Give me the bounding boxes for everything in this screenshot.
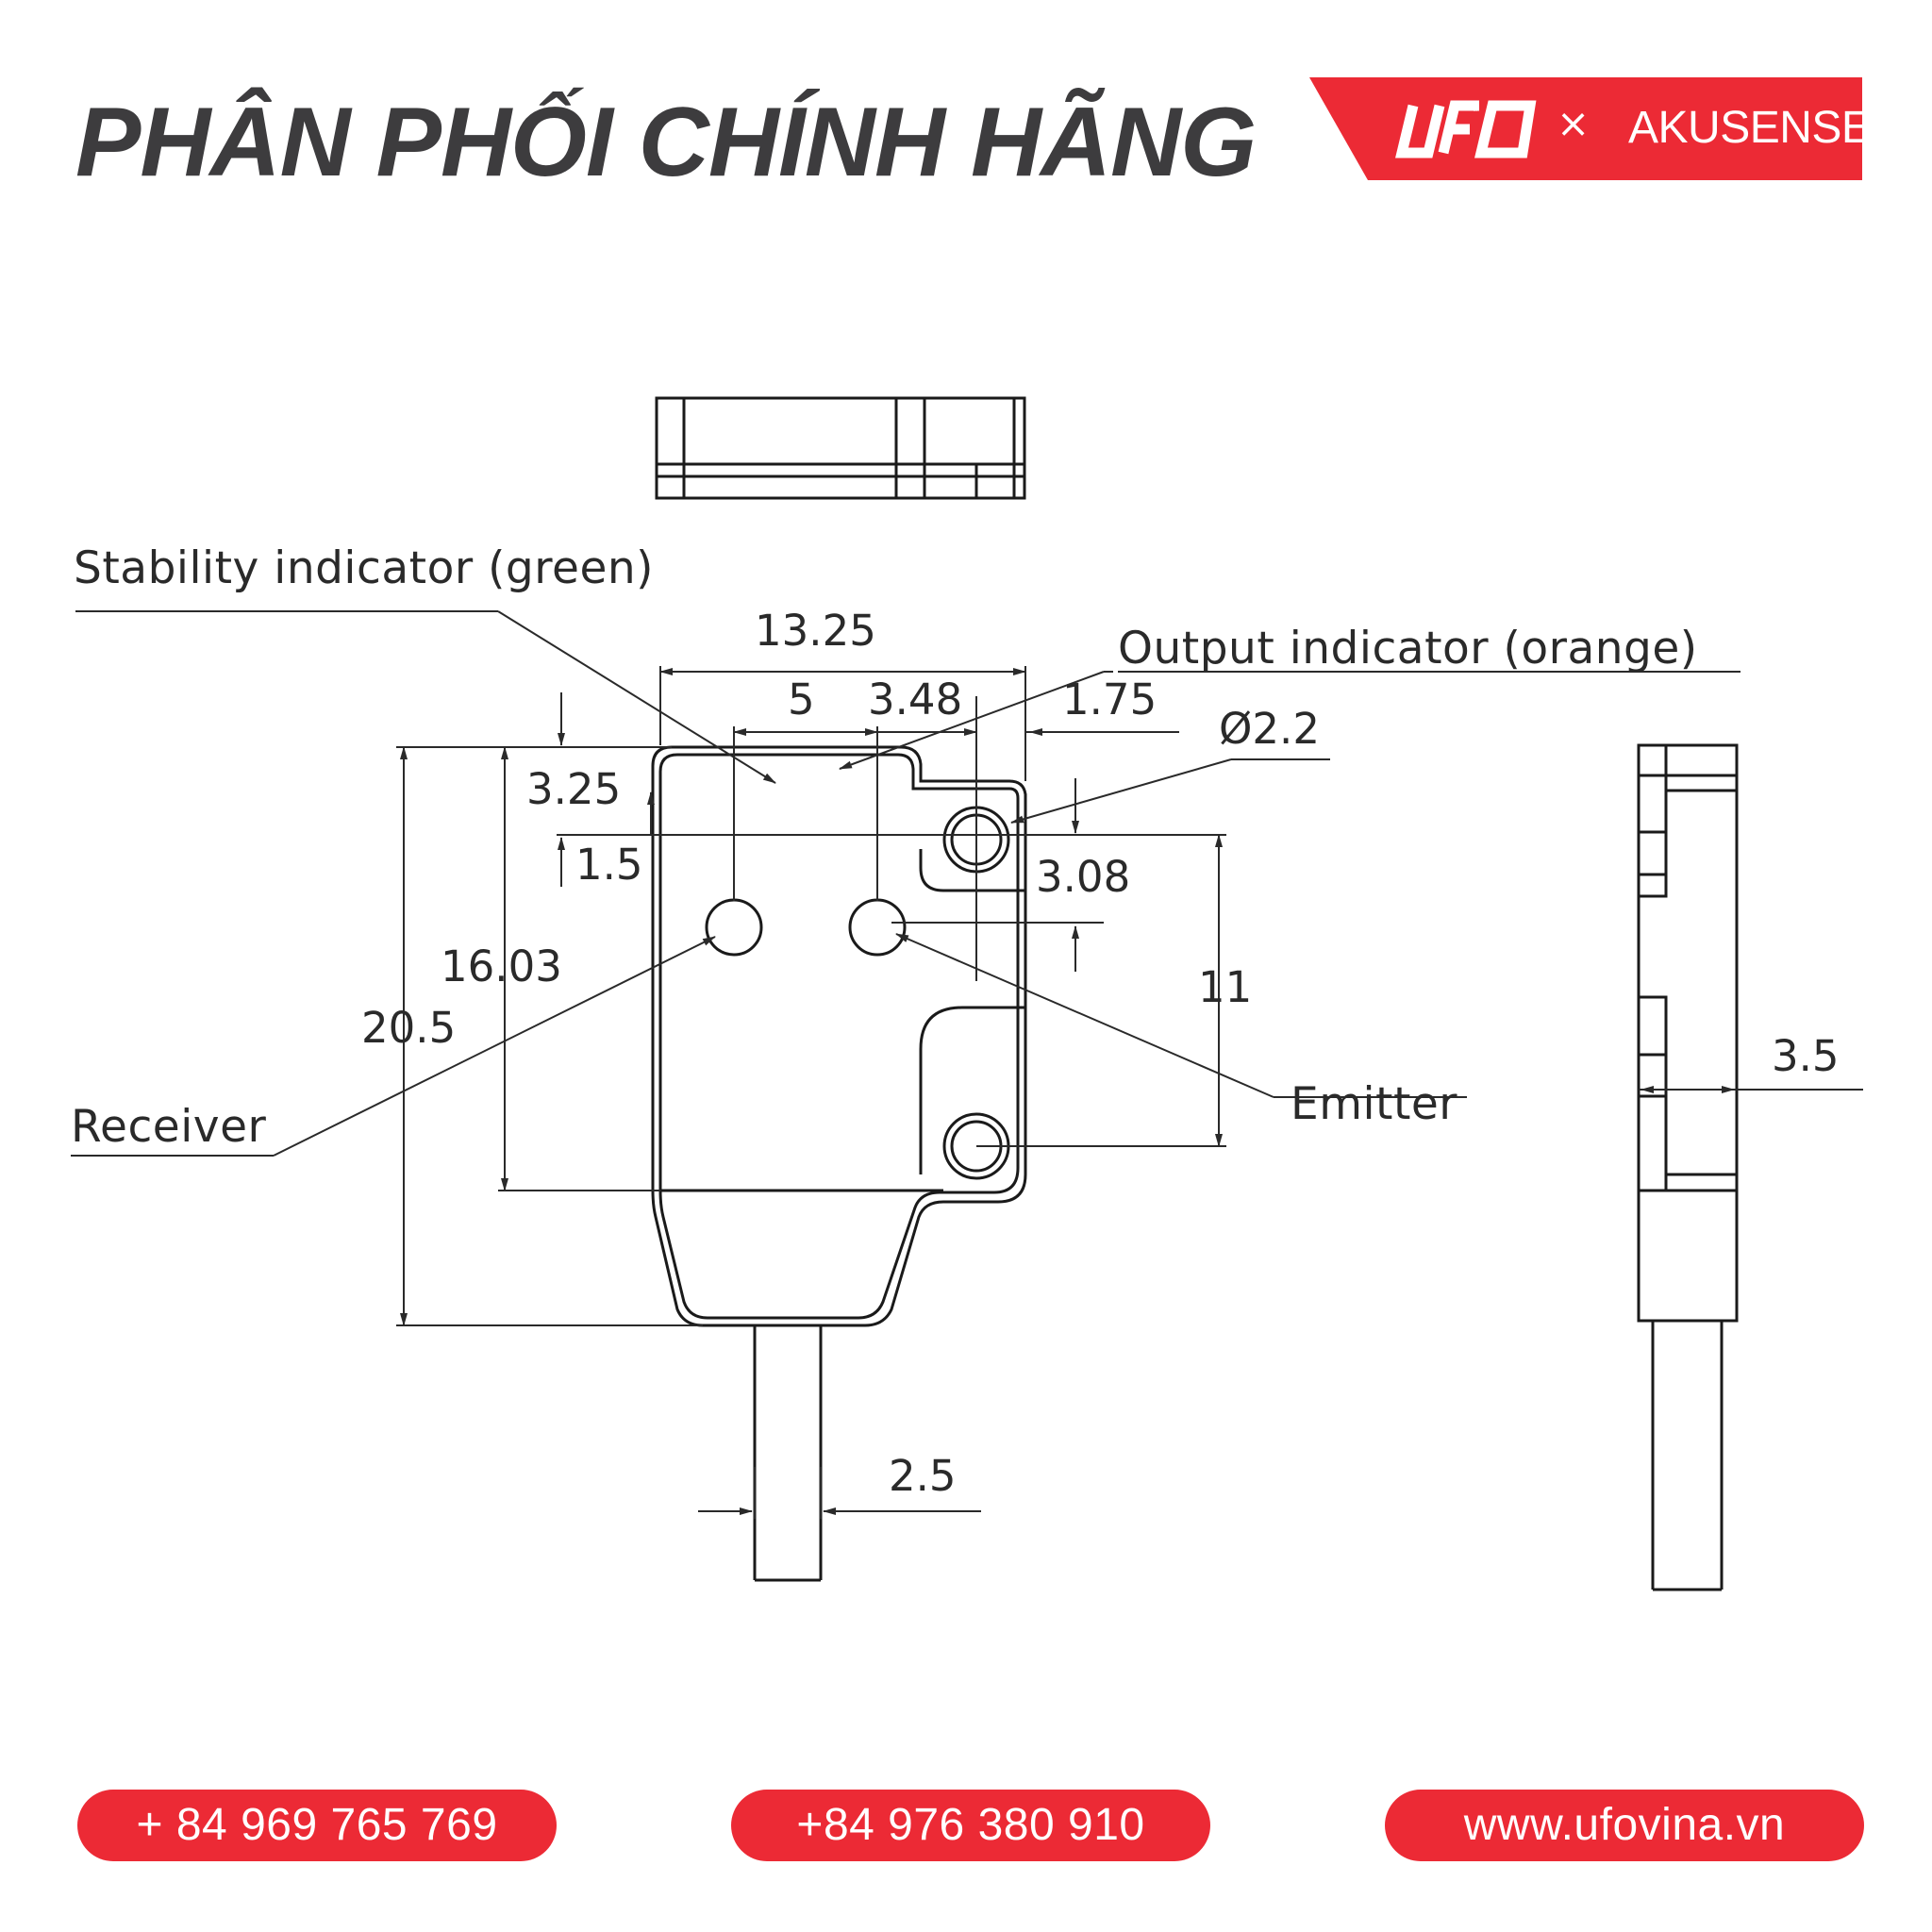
phone-1-button[interactable]: + 84 969 765 769 (77, 1790, 557, 1861)
page-title: PHÂN PHỐI CHÍNH HÃNG (75, 88, 1257, 197)
callout-stability-indicator: Stability indicator (green) (74, 542, 654, 594)
dim-hole-spacing: 11 (1198, 962, 1252, 1012)
sensor-body (651, 745, 1027, 1327)
dim-body-height: 16.03 (441, 941, 562, 991)
dim-indicator-offset: 1.5 (575, 840, 643, 890)
brand-separator: × (1557, 100, 1591, 146)
cable (753, 1325, 823, 1582)
dim-total-height: 20.5 (361, 1003, 456, 1053)
callout-leaders (71, 610, 1740, 1157)
dim-width-overall: 13.25 (755, 606, 876, 656)
top-view (655, 396, 1026, 500)
dim-hole-offset: 3.08 (1036, 852, 1130, 902)
dim-cable-diameter: 2.5 (889, 1451, 957, 1501)
phone-2-button[interactable]: +84 976 380 910 (731, 1790, 1210, 1861)
lenses (705, 898, 907, 957)
side-view (1637, 743, 1739, 1591)
callout-receiver: Receiver (71, 1101, 267, 1153)
dim-thickness: 3.5 (1772, 1031, 1840, 1081)
brand-partner-name: AKUSENSE (1628, 103, 1872, 153)
callout-output-indicator: Output indicator (orange) (1118, 623, 1698, 675)
dimension-lines (396, 666, 1863, 1519)
callout-emitter: Emitter (1291, 1078, 1457, 1130)
dim-hole-diameter: Ø2.2 (1219, 704, 1320, 754)
dim-hole-edge: 1.75 (1062, 675, 1157, 724)
dim-lens-spacing: 5 (788, 675, 815, 724)
dim-lens-to-hole: 3.48 (868, 675, 962, 724)
website-link[interactable]: www.ufovina.vn (1385, 1790, 1864, 1861)
dim-top-offset: 3.25 (526, 764, 621, 814)
